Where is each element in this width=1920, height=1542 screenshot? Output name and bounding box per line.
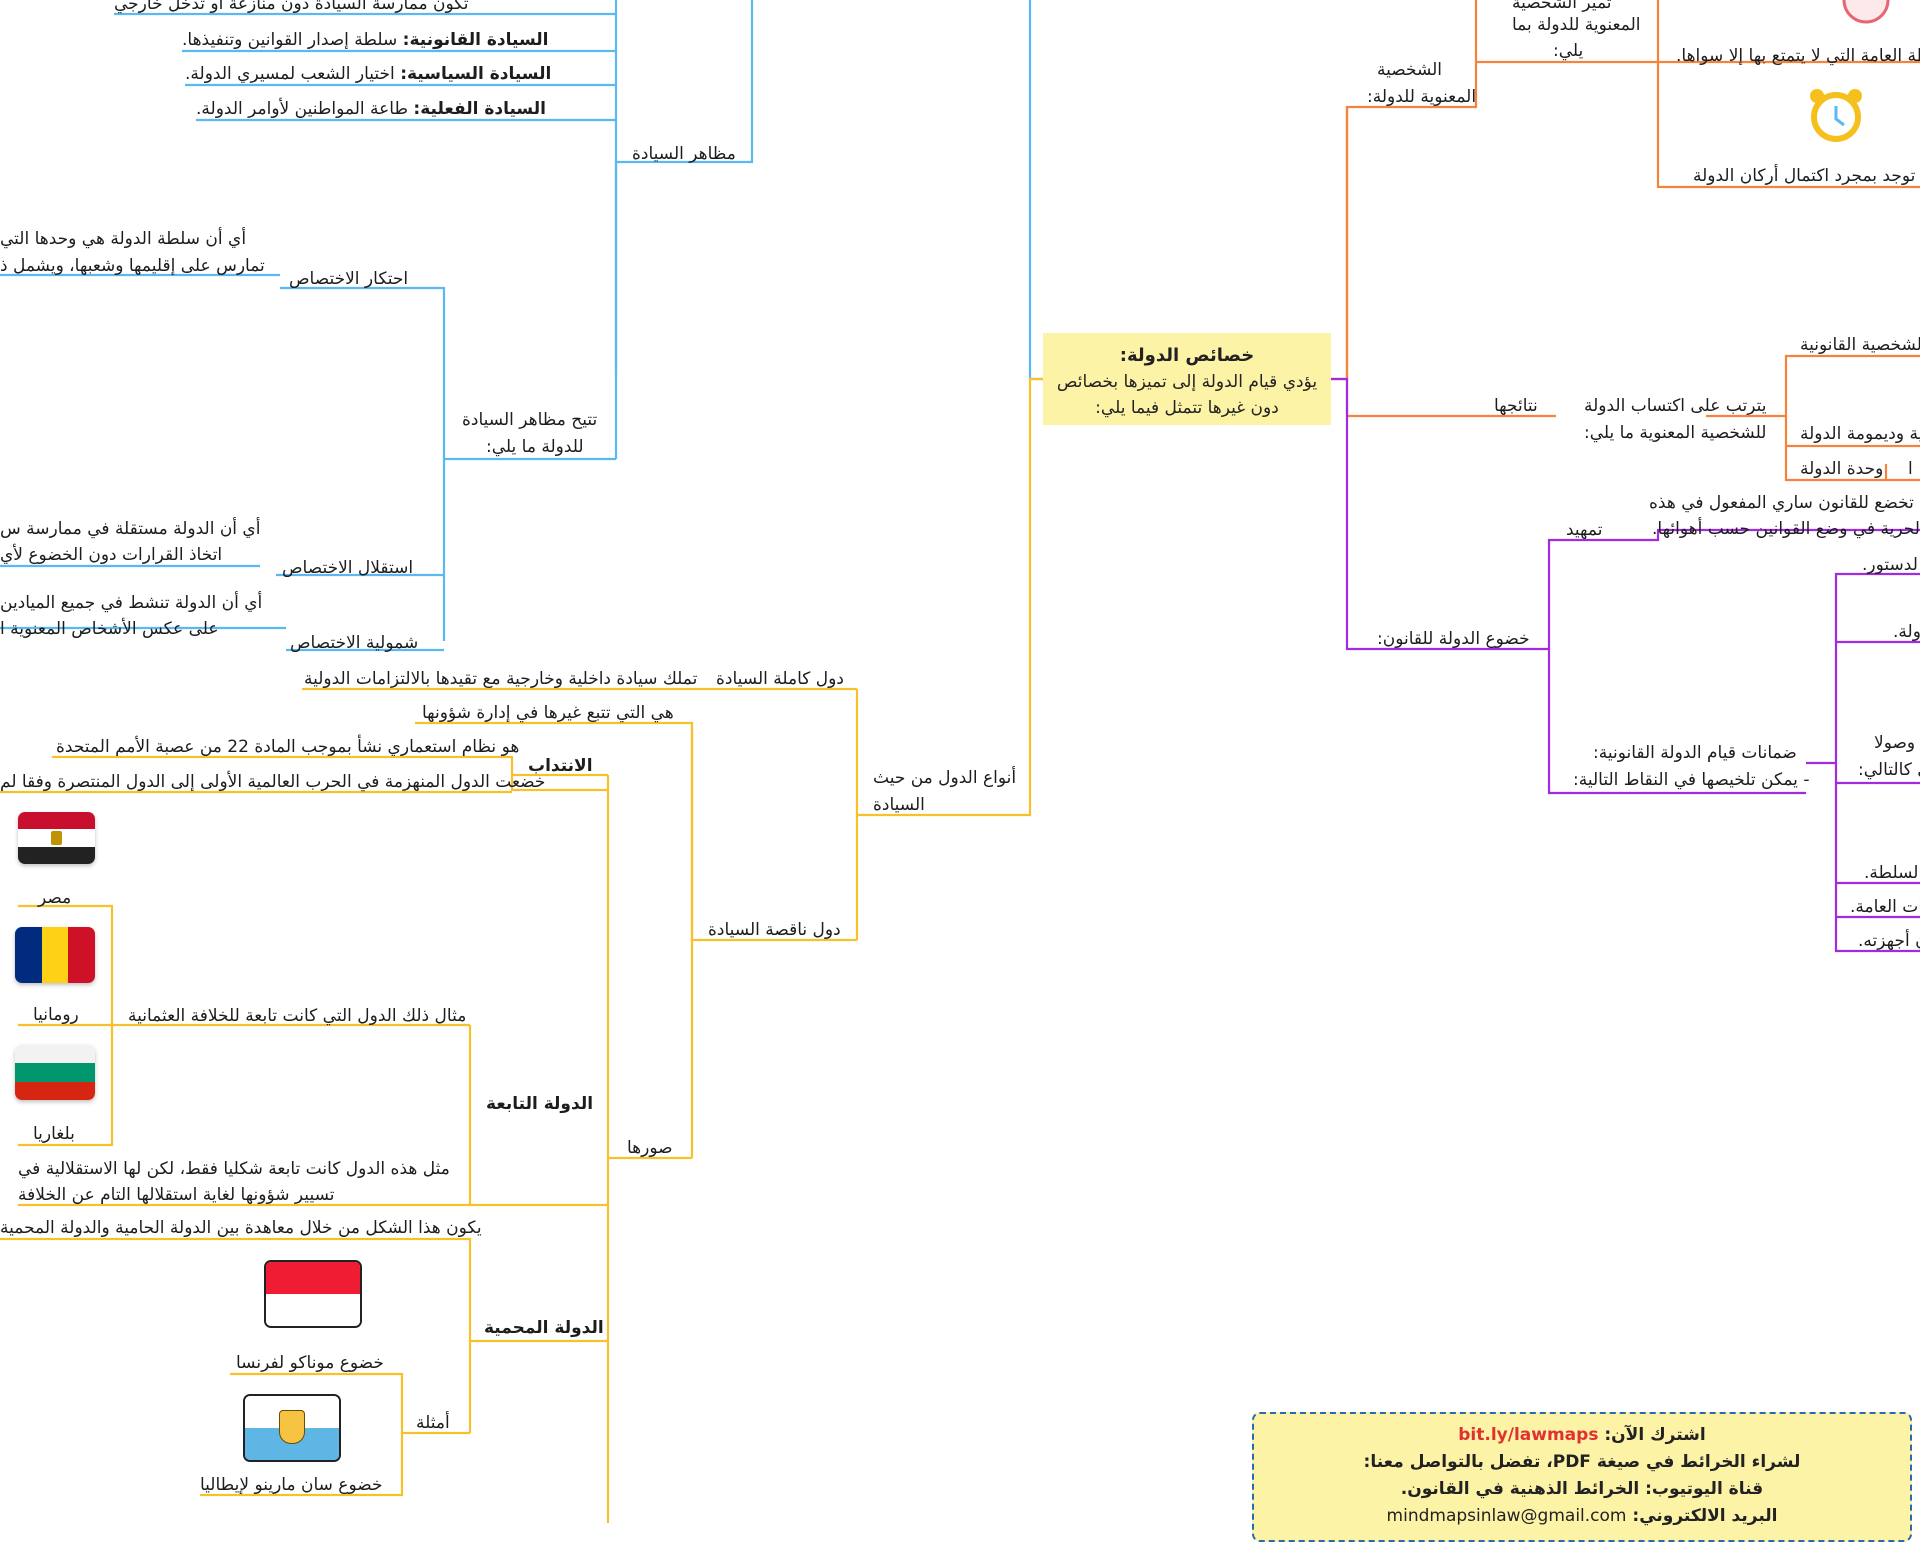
egypt-label: مصر xyxy=(38,888,72,908)
sovereignty-note: تكون ممارسة السيادة دون منازعة أو تدخل خ… xyxy=(114,0,469,14)
pdf-line: لشراء الخرائط في صيغة PDF، تفضل بالتواصل… xyxy=(1363,1452,1801,1472)
legal-person-features-3[interactable]: يلي: xyxy=(1553,41,1584,61)
guarantee-freedoms: ات العامة. xyxy=(1850,897,1920,917)
types-node-1[interactable]: أنواع الدول من حيث xyxy=(873,768,1017,788)
independence-desc-2: اتخاذ القرارات دون الخضوع لأي xyxy=(0,545,223,565)
central-text-1: يؤدي قيام الدولة إلى تميزها بخصائص xyxy=(1056,372,1318,392)
vassal-desc-2: تسيير شؤونها لغاية استقلالها التام عن ال… xyxy=(18,1185,335,1205)
mandate-node[interactable]: الانتداب xyxy=(528,756,593,776)
political-sovereignty[interactable]: السيادة السياسية: اختيار الشعب لمسيري ال… xyxy=(185,64,552,84)
mandate-desc-2: خضعت الدول المنهزمة في الحرب العالمية ال… xyxy=(0,772,546,792)
san-marino-example: خضوع سان مارينو لإيطاليا xyxy=(200,1475,383,1495)
allows-node-1[interactable]: تتيح مظاهر السيادة xyxy=(462,410,598,430)
guarantee-constitution: لدستور. xyxy=(1862,555,1918,575)
full-sovereignty-desc: تملك سيادة داخلية وخارجية مع تقيدها بالا… xyxy=(304,669,698,689)
vassal-state-node[interactable]: الدولة التابعة xyxy=(486,1094,594,1114)
result-unity: وحدة الدولة xyxy=(1800,459,1884,479)
partial-sovereignty-node[interactable]: دول ناقصة السيادة xyxy=(708,920,841,940)
san-marino-flag-icon xyxy=(243,1394,341,1462)
examples-node[interactable]: أمثلة xyxy=(416,1413,450,1433)
guarantees-node-2[interactable]: - يمكن تلخيصها في النقاط التالية: xyxy=(1573,770,1810,790)
results-desc-2[interactable]: للشخصية المعنوية ما يلي: xyxy=(1584,423,1767,443)
comprehensiveness-desc-2: على عكس الأشخاص المعنوية ا xyxy=(0,619,219,639)
legal-personality-node-1[interactable]: الشخصية xyxy=(1377,60,1443,80)
egypt-flag-icon xyxy=(18,812,95,864)
mandate-desc-1: هو نظام استعماري نشأ بموجب المادة 22 من … xyxy=(56,737,520,757)
public-authority-text: لطة العامة التي لا يتمتع بها إلا سواها. xyxy=(1676,46,1920,66)
types-node-2[interactable]: السيادة xyxy=(873,795,925,815)
monopoly-desc-2: تمارس على إقليمها وشعبها، ويشمل ذ xyxy=(0,256,265,276)
result-legal-personality: لشخصية القانونية xyxy=(1800,335,1920,355)
sovereignty-aspects-node[interactable]: مظاهر السيادة xyxy=(632,144,736,164)
legal-sovereignty[interactable]: السيادة القانونية: سلطة إصدار القوانين و… xyxy=(182,30,549,50)
allows-node-2[interactable]: للدولة ما يلي: xyxy=(486,437,584,457)
vassal-desc-1: مثل هذه الدول كانت تابعة شكليا فقط، لكن … xyxy=(18,1159,450,1179)
central-title: خصائص الدولة: xyxy=(1119,345,1255,366)
subscription-box: اشترك الآن: bit.ly/lawmaps لشراء الخرائط… xyxy=(1252,1412,1912,1542)
subscribe-link[interactable]: bit.ly/lawmaps xyxy=(1458,1425,1599,1445)
vassal-example: مثال ذلك الدول التي كانت تابعة للخلافة ا… xyxy=(128,1006,467,1026)
romania-label: رومانيا xyxy=(33,1005,79,1025)
independence-node[interactable]: استقلال الاختصاص xyxy=(282,558,414,578)
subscribe-line[interactable]: اشترك الآن: bit.ly/lawmaps xyxy=(1458,1425,1706,1445)
intro-node[interactable]: تمهيد xyxy=(1566,520,1603,540)
legal-personality-node-2[interactable]: المعنوية للدولة: xyxy=(1367,87,1477,107)
result-unity-cut: ا xyxy=(1908,459,1913,479)
actual-sovereignty[interactable]: السيادة الفعلية: طاعة المواطنين لأوامر ا… xyxy=(196,99,546,119)
independence-desc-1: أي أن الدولة مستقلة في ممارسة س xyxy=(0,519,261,539)
results-desc-1[interactable]: يترتب على اكتساب الدولة xyxy=(1584,396,1767,416)
partial-sovereignty-desc: هي التي تتبع غيرها في إدارة شؤونها xyxy=(422,703,674,723)
result-continuity: رية وديمومة الدولة xyxy=(1800,424,1920,444)
guarantee-access-1: وصولا xyxy=(1874,733,1916,753)
intro-desc-2: الحرية في وضع القوانين حسب أهوائها. xyxy=(1652,519,1920,539)
alarm-clock-icon xyxy=(1810,89,1862,142)
guarantee-access-2: ي كالتالي: xyxy=(1858,760,1920,780)
romania-flag-icon xyxy=(15,927,95,983)
results-node[interactable]: نتائجها xyxy=(1494,396,1538,416)
comprehensiveness-desc-1: أي أن الدولة تنشط في جميع الميادين xyxy=(0,593,263,613)
intro-desc-1: طة تخضع للقانون ساري المفعول في هذه xyxy=(1649,493,1920,513)
central-text-2: دون غيرها تتمثل فيما يلي: xyxy=(1095,398,1279,418)
rule-of-law-node[interactable]: خضوع الدولة للقانون: xyxy=(1377,629,1530,649)
central-topic[interactable]: خصائص الدولة: يؤدي قيام الدولة إلى تميزه… xyxy=(1043,333,1331,425)
thermometer-icon xyxy=(1842,0,1890,24)
exists-text: ية توجد بمجرد اكتمال أركان الدولة xyxy=(1693,166,1920,186)
guarantee-organs: ن أجهزته. xyxy=(1858,931,1920,951)
email-address[interactable]: mindmapsinlaw@gmail.com xyxy=(1386,1506,1627,1526)
forms-node[interactable]: صورها xyxy=(627,1138,673,1158)
youtube-line: قناة اليوتيوب: الخرائط الذهنية في القانو… xyxy=(1400,1479,1764,1499)
bulgaria-label: بلغاريا xyxy=(33,1124,75,1144)
monaco-example: خضوع موناكو لفرنسا xyxy=(236,1353,384,1373)
protectorate-node[interactable]: الدولة المحمية xyxy=(484,1318,604,1338)
guarantee-authority: السلطة. xyxy=(1864,863,1920,883)
full-sovereignty-node[interactable]: دول كاملة السيادة xyxy=(716,669,844,689)
monaco-flag-icon xyxy=(264,1260,362,1328)
protectorate-desc: يكون هذا الشكل من خلال معاهدة بين الدولة… xyxy=(0,1218,482,1238)
guarantees-node-1[interactable]: ضمانات قيام الدولة القانونية: xyxy=(1593,743,1797,763)
monopoly-desc-1: أي أن سلطة الدولة هي وحدها التي xyxy=(0,229,247,249)
monopoly-node[interactable]: احتكار الاختصاص xyxy=(289,269,409,289)
bulgaria-flag-icon xyxy=(15,1045,95,1100)
legal-person-features-2[interactable]: المعنوية للدولة بما xyxy=(1512,15,1641,35)
guarantee-state: ي الدولة. xyxy=(1893,622,1920,642)
comprehensiveness-node[interactable]: شمولية الاختصاص xyxy=(290,633,419,653)
email-line[interactable]: البريد الالكتروني: mindmapsinlaw@gmail.c… xyxy=(1386,1506,1778,1526)
legal-person-features-1[interactable]: تمير الشخصية xyxy=(1512,0,1612,13)
